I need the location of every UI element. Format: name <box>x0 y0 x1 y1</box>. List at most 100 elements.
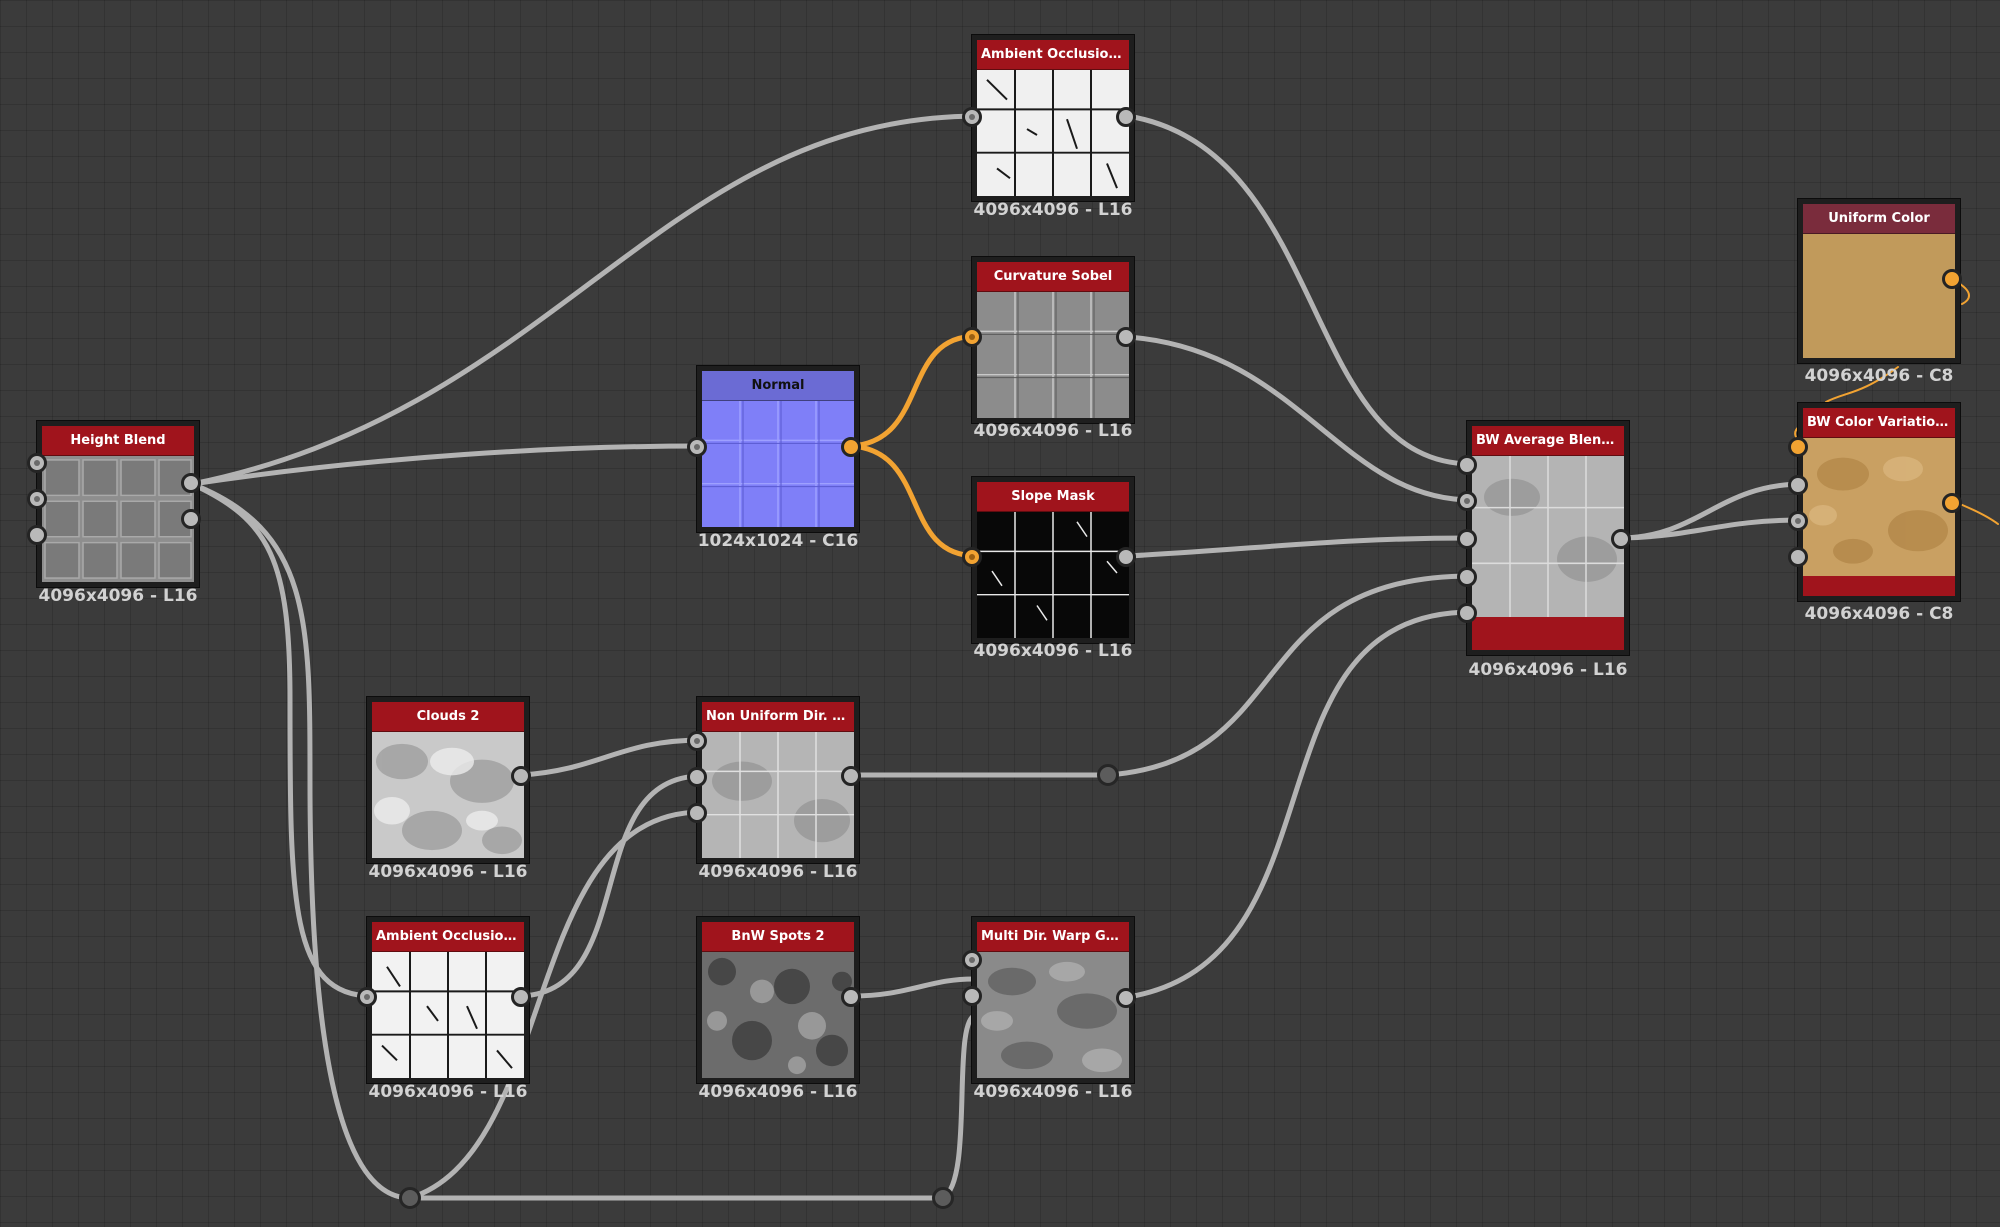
wire <box>849 333 980 449</box>
node-resolution: 4096x4096 - L16 <box>698 1082 858 1102</box>
node-title: Slope Mask <box>977 482 1129 512</box>
input-port[interactable] <box>687 437 707 457</box>
node-uniform-color[interactable]: Uniform Color <box>1797 198 1962 364</box>
node-thumbnail <box>1472 456 1624 617</box>
reroute-dot[interactable] <box>932 1187 954 1209</box>
wire <box>1620 517 1806 541</box>
input-port[interactable] <box>1457 529 1477 549</box>
node-non-uniform-dir-warp[interactable]: Non Uniform Dir. Warp... <box>687 696 861 864</box>
reroute-dot[interactable] <box>399 1187 421 1209</box>
input-port[interactable] <box>962 547 982 567</box>
output-port[interactable] <box>1942 493 1962 513</box>
node-thumbnail <box>42 456 194 582</box>
input-port[interactable] <box>357 987 377 1007</box>
node-thumbnail <box>702 952 854 1078</box>
node-resolution: 4096x4096 - L16 <box>973 421 1133 441</box>
node-resolution: 4096x4096 - L16 <box>698 862 858 882</box>
wire <box>189 443 705 487</box>
output-port[interactable] <box>511 766 531 786</box>
input-port[interactable] <box>1788 511 1808 531</box>
output-port[interactable] <box>1116 107 1136 127</box>
node-resolution: 4096x4096 - C8 <box>1804 366 1954 386</box>
wire <box>189 481 413 1201</box>
node-thumbnail <box>372 952 524 1078</box>
input-port[interactable] <box>687 803 707 823</box>
node-title: BW Average Blending <box>1472 426 1624 456</box>
input-port[interactable] <box>1457 491 1477 511</box>
input-port[interactable] <box>962 107 982 127</box>
input-port[interactable] <box>27 453 47 473</box>
node-thumbnail <box>977 512 1129 638</box>
node-title: Normal <box>702 371 854 401</box>
output-port[interactable] <box>841 987 861 1007</box>
node-slope-mask[interactable]: Slope Mask <box>962 476 1136 644</box>
input-port[interactable] <box>1788 547 1808 567</box>
node-multi-dir-warp-grayscale[interactable]: Multi Dir. Warp Graysc... <box>962 916 1136 1084</box>
node-thumbnail <box>702 401 854 527</box>
node-curvature-sobel[interactable]: Curvature Sobel <box>962 256 1136 424</box>
node-ambient-occlusion-bottom[interactable]: Ambient Occlusion (HB... <box>357 916 531 1084</box>
input-port[interactable] <box>962 986 982 1006</box>
node-footer <box>1803 576 1955 596</box>
input-port[interactable] <box>962 950 982 970</box>
node-normal[interactable]: Normal <box>687 365 861 533</box>
node-title: BW Color Variation Co... <box>1803 408 1955 438</box>
node-resolution: 4096x4096 - L16 <box>973 200 1133 220</box>
node-title: Non Uniform Dir. Warp... <box>702 702 854 732</box>
node-title: Ambient Occlusion (HB... <box>977 40 1129 70</box>
input-port[interactable] <box>1457 455 1477 475</box>
input-port[interactable] <box>1457 567 1477 587</box>
output-port[interactable] <box>511 987 531 1007</box>
input-port[interactable] <box>1457 603 1477 623</box>
wire <box>1125 334 1475 503</box>
node-thumbnail <box>372 732 524 858</box>
output-port[interactable] <box>841 766 861 786</box>
wire <box>940 1012 980 1201</box>
input-port[interactable] <box>687 767 707 787</box>
wire <box>1125 535 1475 559</box>
output-port[interactable] <box>1116 547 1136 567</box>
node-thumbnail <box>1803 438 1955 576</box>
output-port[interactable] <box>181 473 201 493</box>
node-bnw-spots-2[interactable]: BnW Spots 2 <box>696 916 861 1084</box>
input-port[interactable] <box>1788 437 1808 457</box>
input-port[interactable] <box>687 731 707 751</box>
node-resolution: 4096x4096 - L16 <box>368 1082 528 1102</box>
node-bw-average-blending[interactable]: BW Average Blending <box>1457 420 1631 656</box>
node-thumbnail <box>977 70 1129 196</box>
output-port[interactable] <box>1611 529 1631 549</box>
node-clouds-2[interactable]: Clouds 2 <box>366 696 531 864</box>
wire <box>1125 609 1475 1000</box>
node-resolution: 4096x4096 - L16 <box>973 1082 1133 1102</box>
wire <box>849 443 980 559</box>
output-port[interactable] <box>1116 988 1136 1008</box>
node-title: Curvature Sobel <box>977 262 1129 292</box>
wire <box>1105 573 1475 778</box>
node-bw-color-variation[interactable]: BW Color Variation Co... <box>1788 402 1962 602</box>
output-port[interactable] <box>1116 327 1136 347</box>
wire <box>407 809 705 1201</box>
reroute-dot[interactable] <box>1097 764 1119 786</box>
output-port[interactable] <box>841 437 861 457</box>
node-resolution: 4096x4096 - L16 <box>1468 660 1628 680</box>
node-title: BnW Spots 2 <box>702 922 854 952</box>
output-port[interactable] <box>181 509 201 529</box>
node-resolution: 4096x4096 - L16 <box>973 641 1133 661</box>
wire <box>1825 366 1899 403</box>
wire <box>1125 113 1475 467</box>
node-resolution: 4096x4096 - L16 <box>38 586 198 606</box>
input-port[interactable] <box>27 525 47 545</box>
input-port[interactable] <box>962 327 982 347</box>
node-title: Height Blend <box>42 426 194 456</box>
output-port[interactable] <box>1942 269 1962 289</box>
node-title: Clouds 2 <box>372 702 524 732</box>
node-height-blend[interactable]: Height Blend <box>27 420 201 588</box>
wire <box>189 113 980 487</box>
wire <box>849 976 980 999</box>
input-port[interactable] <box>1788 475 1808 495</box>
input-port[interactable] <box>27 489 47 509</box>
node-ambient-occlusion-top[interactable]: Ambient Occlusion (HB... <box>962 34 1136 202</box>
wire <box>519 773 705 999</box>
